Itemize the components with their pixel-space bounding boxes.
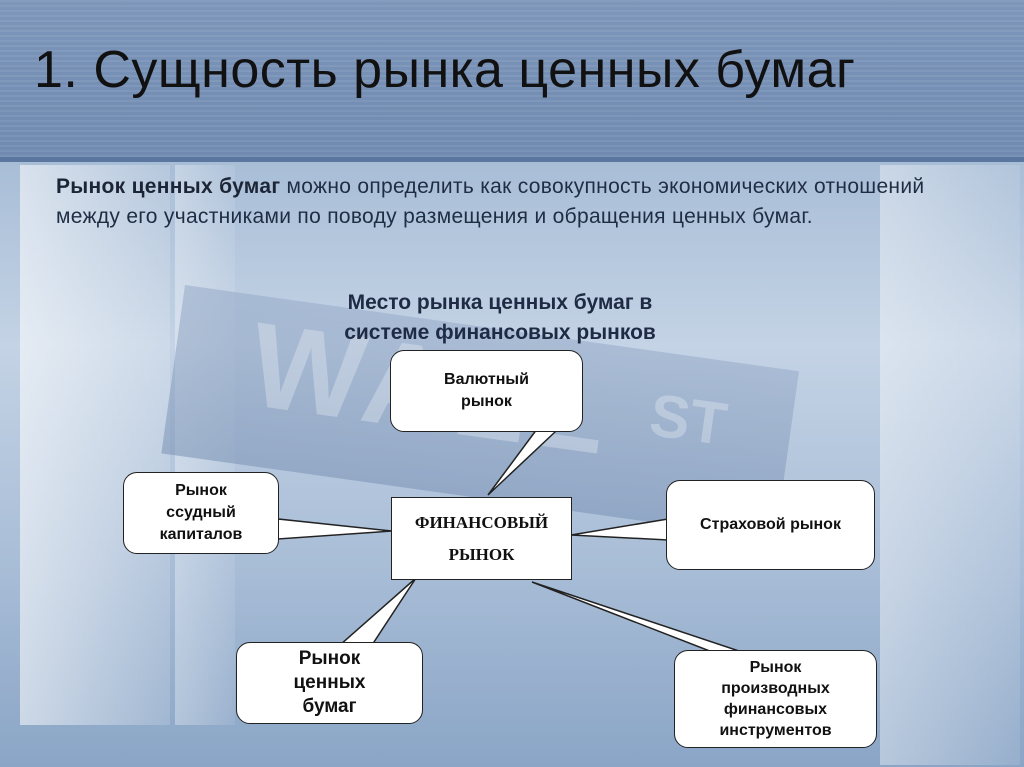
node-securities-market: Рынок ценных бумаг <box>236 642 423 724</box>
connector-securities <box>338 577 417 646</box>
background-column <box>20 165 170 725</box>
node-derivatives-market: Рынок производных финансовых инструменто… <box>674 650 877 748</box>
node-insurance-label: Страховой рынок <box>700 516 841 533</box>
title-band-stripes <box>0 0 1024 162</box>
intro-term: Рынок ценных бумаг <box>56 175 281 198</box>
node-currency-market: Валютный рынок <box>390 350 583 432</box>
intro-paragraph: Рынок ценных бумаг можно определить как … <box>56 172 936 232</box>
node-securities-label: Рынок ценных бумаг <box>293 648 366 717</box>
connector-derivatives <box>531 581 758 658</box>
node-loan-label: Рынок ссудный капиталов <box>159 482 243 543</box>
node-insurance-market: Страховой рынок <box>666 480 875 570</box>
diagram-title: Место рынка ценных бумаг в системе финан… <box>344 291 656 344</box>
node-currency-label: Валютный рынок <box>444 371 529 410</box>
connector-currency <box>487 424 557 496</box>
node-derivatives-label: Рынок производных финансовых инструменто… <box>719 659 832 739</box>
page-title: 1. Сущность рынка ценных бумаг <box>34 41 856 99</box>
connector-insurance <box>570 518 669 541</box>
intro-text: можно определить как совокупность эконом… <box>56 175 925 228</box>
background-column <box>880 165 1020 765</box>
title-band: 1. Сущность рынка ценных бумаг <box>0 0 1024 162</box>
connector-loan <box>277 518 393 540</box>
node-financial-market-label: ФИНАНСОВЫЙ РЫНОК <box>414 512 549 564</box>
node-loan-capital-market: Рынок ссудный капиталов <box>123 472 279 554</box>
node-financial-market: ФИНАНСОВЫЙ РЫНОК <box>391 497 572 580</box>
